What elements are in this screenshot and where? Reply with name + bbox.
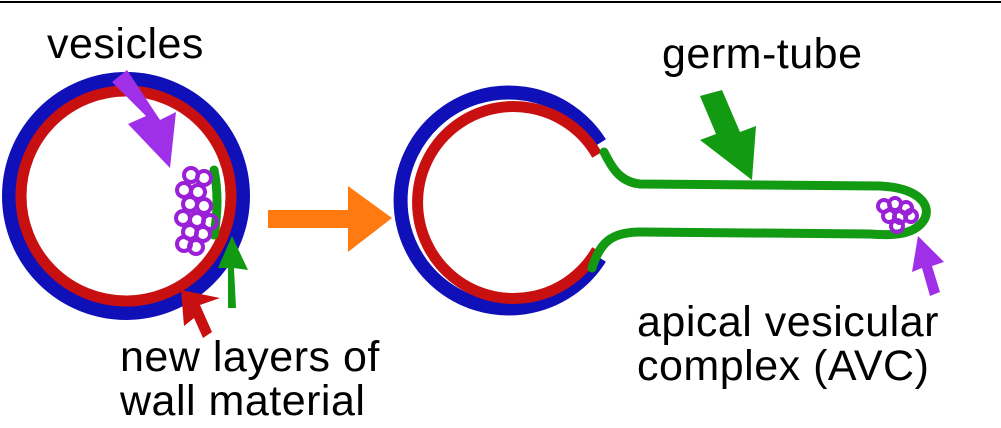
label-new-wall-layers: new layers of wall material — [120, 335, 380, 423]
vesicle-5 — [181, 195, 199, 213]
vesicle-cluster — [174, 166, 219, 256]
red-wall-pointer-arrow — [181, 290, 220, 338]
label-avc-line-1: apical vesicular — [637, 298, 939, 346]
spore-right-outer-wall — [393, 85, 606, 316]
germ-tube-wall — [587, 147, 931, 273]
label-new-wall-layers-line-1: new layers of — [120, 333, 380, 381]
vesicle-2 — [195, 169, 213, 187]
avc-vesicle-7 — [889, 218, 905, 234]
label-new-wall-layers-line-2: wall material — [120, 377, 366, 425]
germ-tube-pointer-arrow — [700, 90, 756, 180]
transition-arrow — [268, 186, 392, 252]
spore-left — [2, 72, 250, 320]
spore-left-outer-wall — [2, 72, 250, 320]
label-vesicles: vesicles — [47, 20, 204, 68]
label-apical-vesicular-complex: apical vesicular complex (AVC) — [637, 300, 939, 388]
label-germ-tube: germ-tube — [662, 30, 863, 78]
spore-left-inner-wall — [15, 85, 237, 307]
vesicles-pointer-arrow — [112, 70, 176, 168]
spore-right — [393, 85, 931, 316]
vesicle-4 — [189, 183, 207, 201]
label-avc-line-2: complex (AVC) — [637, 342, 930, 390]
vesicle-12 — [175, 235, 193, 253]
spore-right-inner-wall — [412, 101, 602, 304]
avc-pointer-arrow — [912, 236, 944, 296]
vesicle-3 — [175, 181, 193, 199]
avc-vesicle-6 — [903, 208, 919, 224]
avc-vesicle-cluster — [876, 196, 919, 234]
vesicle-7 — [174, 209, 192, 227]
green-layer-pointer-arrow — [218, 236, 248, 308]
vesicle-6 — [195, 197, 213, 215]
vesicle-13 — [201, 213, 219, 231]
